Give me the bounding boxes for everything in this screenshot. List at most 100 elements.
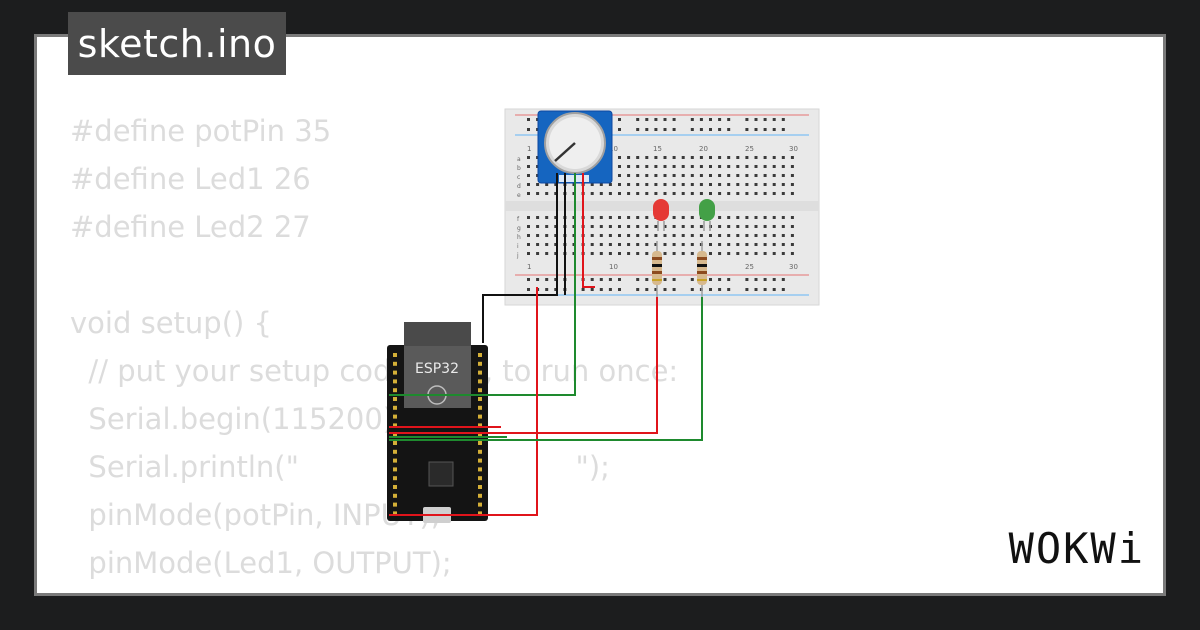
breadboard-hole	[599, 192, 603, 195]
led-green[interactable]	[699, 199, 715, 231]
breadboard-hole	[618, 252, 621, 255]
breadboard-hole	[754, 165, 758, 168]
breadboard-hole	[645, 252, 649, 255]
breadboard-hole	[745, 288, 749, 291]
breadboard-hole	[754, 192, 758, 195]
breadboard-hole	[718, 243, 722, 246]
esp32-pin	[393, 379, 397, 384]
code-line: #define potPin 35	[70, 114, 332, 148]
breadboard-hole	[754, 288, 758, 291]
breadboard-hole	[727, 234, 731, 237]
esp32-pin	[478, 493, 482, 498]
breadboard-hole	[618, 128, 621, 131]
breadboard-hole	[590, 252, 594, 255]
breadboard-hole	[663, 183, 667, 186]
breadboard-hole	[527, 216, 530, 219]
breadboard-hole	[672, 288, 676, 291]
esp32-pin	[478, 485, 482, 489]
esp32-board[interactable]: ESP32	[387, 322, 488, 523]
breadboard-hole	[627, 234, 631, 237]
breadboard-hole	[781, 252, 785, 255]
esp32-pin	[393, 493, 397, 498]
breadboard-hole	[736, 243, 740, 246]
wire-ground	[482, 173, 558, 343]
code-line: #define Led2 27	[70, 210, 311, 244]
breadboard-hole	[727, 128, 731, 131]
breadboard-hole	[545, 183, 549, 186]
esp32-pin	[393, 476, 397, 481]
breadboard-hole	[545, 288, 549, 291]
bb-col-10-bottom: 10	[609, 263, 618, 271]
breadboard-hole	[554, 252, 558, 255]
resistor-2[interactable]	[697, 241, 707, 297]
breadboard-hole	[718, 165, 722, 168]
breadboard-hole	[690, 165, 694, 168]
preview-card: #define potPin 35#define Led1 26#define …	[34, 34, 1166, 596]
esp32-pin	[478, 467, 482, 472]
breadboard-hole	[654, 243, 658, 246]
bb-col-15: 15	[653, 145, 662, 153]
breadboard-hole	[690, 243, 694, 246]
esp32-pin	[478, 405, 482, 410]
bb-row-a: a	[517, 156, 521, 163]
breadboard-hole	[781, 216, 785, 219]
breadboard-hole	[554, 243, 558, 246]
breadboard-hole	[536, 183, 540, 186]
breadboard-hole	[772, 234, 776, 237]
breadboard-hole	[618, 165, 621, 168]
breadboard-hole	[790, 174, 794, 177]
breadboard-hole	[645, 243, 649, 246]
breadboard-hole	[745, 216, 749, 219]
bb-row-e: e	[517, 192, 521, 199]
breadboard-hole	[699, 234, 703, 237]
tab-sketch-ino[interactable]: sketch.ino	[68, 12, 286, 75]
breadboard-hole	[736, 252, 740, 255]
breadboard-hole	[618, 243, 621, 246]
esp32-pin	[393, 353, 397, 357]
code-line: pinMode(Led1, OUTPUT);	[70, 546, 452, 580]
breadboard-hole	[709, 118, 712, 121]
breadboard-hole	[627, 174, 631, 177]
breadboard-hole	[754, 234, 758, 237]
potentiometer[interactable]	[537, 110, 613, 184]
breadboard-hole	[763, 234, 767, 237]
esp32-pin	[393, 485, 397, 489]
breadboard-hole	[763, 252, 767, 255]
breadboard-hole	[727, 216, 731, 219]
breadboard-hole	[754, 278, 758, 281]
breadboard-hole	[663, 156, 667, 159]
breadboard-hole	[699, 183, 703, 186]
breadboard-hole	[709, 174, 712, 177]
breadboard-hole	[554, 234, 558, 237]
breadboard-hole	[690, 183, 694, 186]
breadboard-hole	[636, 252, 640, 255]
breadboard-hole	[636, 118, 640, 121]
led-red[interactable]	[653, 199, 669, 231]
breadboard-hole	[681, 252, 685, 255]
breadboard-hole	[763, 288, 767, 291]
breadboard-hole	[645, 165, 649, 168]
breadboard-hole	[745, 243, 749, 246]
breadboard-hole	[645, 234, 649, 237]
esp32-label: ESP32	[415, 361, 459, 377]
breadboard-hole	[736, 216, 740, 219]
breadboard-hole	[672, 278, 676, 281]
breadboard-hole	[590, 288, 594, 291]
breadboard-hole	[590, 216, 594, 219]
bb-row-b: b	[517, 165, 521, 172]
breadboard-hole	[690, 128, 694, 131]
breadboard-hole	[718, 234, 722, 237]
breadboard-hole	[772, 165, 776, 168]
breadboard-hole	[608, 243, 612, 246]
breadboard-hole	[645, 156, 649, 159]
breadboard-hole	[536, 225, 540, 228]
breadboard-hole	[527, 225, 530, 228]
breadboard-hole	[663, 252, 667, 255]
breadboard-hole	[636, 288, 640, 291]
resistor-1[interactable]	[652, 241, 662, 297]
breadboard-hole	[718, 192, 722, 195]
breadboard-hole	[754, 174, 758, 177]
breadboard-hole	[672, 234, 676, 237]
esp32-pin	[478, 441, 482, 445]
breadboard-hole	[636, 165, 640, 168]
